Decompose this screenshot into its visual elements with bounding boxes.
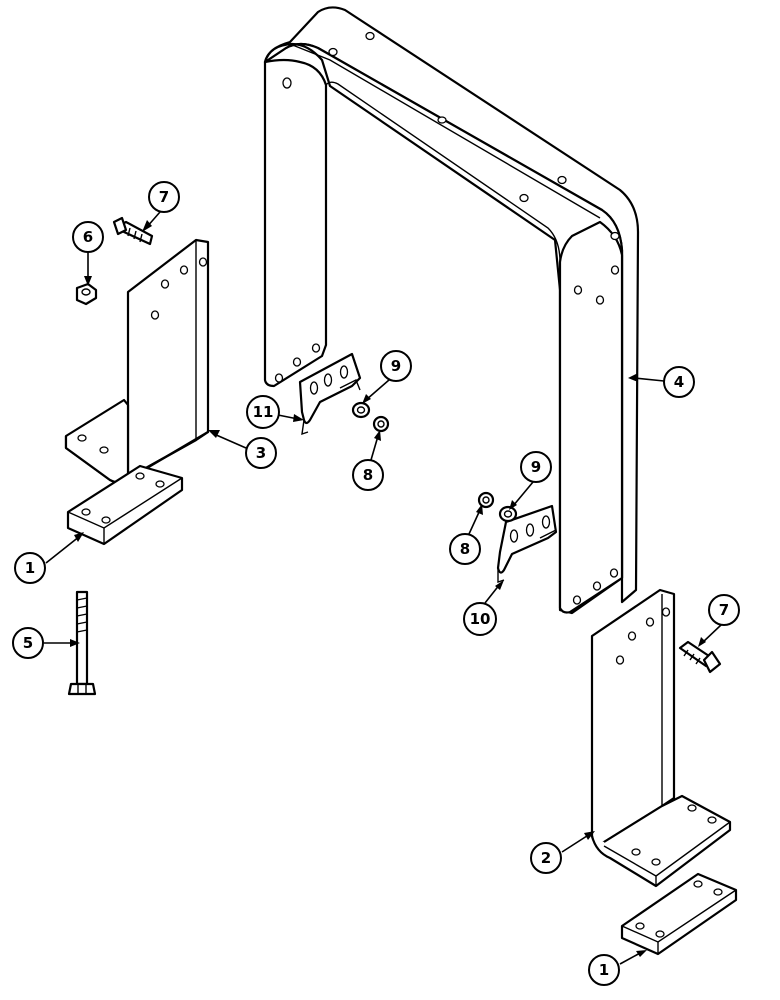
callout-4: 4: [663, 366, 695, 398]
callout-11: 11: [246, 395, 280, 429]
small-nut-right-part: [477, 491, 495, 509]
right-l-bracket-part: [590, 588, 732, 888]
callout-9a: 9: [380, 350, 412, 382]
callout-7a: 7: [148, 181, 180, 213]
short-bolt-upper-part: [112, 216, 154, 246]
callout-3-label: 3: [256, 444, 266, 462]
small-nut-left-part: [372, 415, 390, 433]
u-frame-part: [263, 6, 640, 615]
callout-9b-label: 9: [531, 458, 541, 476]
right-clip-part: [496, 504, 558, 583]
callout-1b: 1: [588, 954, 620, 986]
callout-1a-label: 1: [25, 559, 35, 577]
callout-6-label: 6: [83, 228, 93, 246]
callout-2: 2: [530, 842, 562, 874]
callout-9b: 9: [520, 451, 552, 483]
callout-5: 5: [12, 627, 44, 659]
callout-8b: 8: [449, 533, 481, 565]
callout-6: 6: [72, 221, 104, 253]
callout-9a-label: 9: [391, 357, 401, 375]
callout-11-label: 11: [253, 403, 274, 421]
long-bolt-part: [67, 590, 97, 696]
short-bolt-right-part: [678, 640, 722, 674]
callout-4-label: 4: [674, 373, 684, 391]
callout-1b-label: 1: [599, 961, 609, 979]
washer-left-part: [351, 401, 371, 419]
callout-7b-label: 7: [719, 601, 729, 619]
washer-right-part: [498, 505, 518, 523]
leader-lines: [44, 211, 722, 965]
callout-7b: 7: [708, 594, 740, 626]
spacer-plate-lower-right: [620, 872, 738, 956]
spacer-plate-upper-left: [66, 464, 184, 546]
callout-2-label: 2: [541, 849, 551, 867]
left-clip-part: [298, 352, 362, 436]
callout-1a: 1: [14, 552, 46, 584]
callout-10: 10: [463, 602, 497, 636]
callout-3: 3: [245, 437, 277, 469]
callout-5-label: 5: [23, 634, 33, 652]
hex-nut-part: [75, 282, 98, 306]
callout-8a-label: 8: [363, 466, 373, 484]
callout-8b-label: 8: [460, 540, 470, 558]
callout-7a-label: 7: [159, 188, 169, 206]
callout-10-label: 10: [470, 610, 491, 628]
callout-8a: 8: [352, 459, 384, 491]
